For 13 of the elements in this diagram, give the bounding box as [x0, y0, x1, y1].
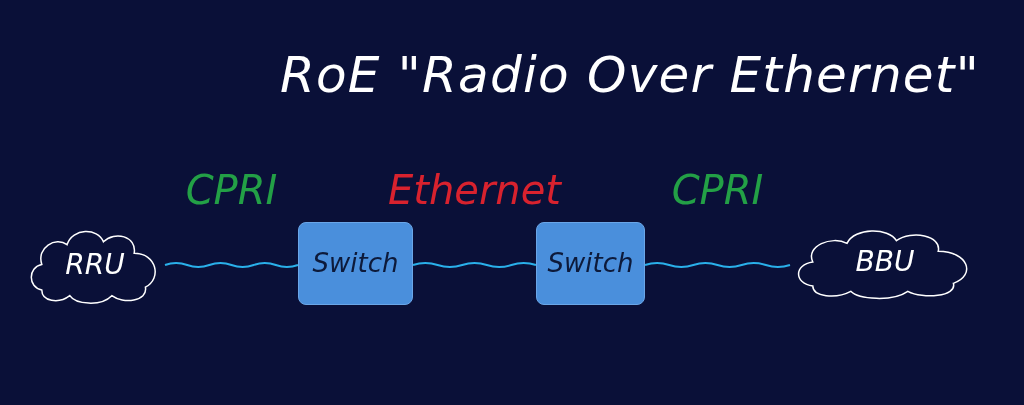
wavy-connector [412, 262, 537, 268]
switch-box [536, 222, 645, 305]
switch-box [298, 222, 413, 305]
wavy-connector [644, 262, 791, 268]
title: RoE "Radio Over Ethernet" [280, 45, 980, 106]
node-label: BBU [855, 244, 915, 280]
edge-label: CPRI [185, 166, 278, 215]
edge-label: CPRI [671, 166, 764, 215]
node-label: Switch [547, 247, 634, 280]
node-label: Switch [312, 247, 399, 280]
node-label: RRU [65, 246, 125, 283]
edge-label: Ethernet [388, 166, 561, 215]
wavy-connector [164, 262, 299, 268]
